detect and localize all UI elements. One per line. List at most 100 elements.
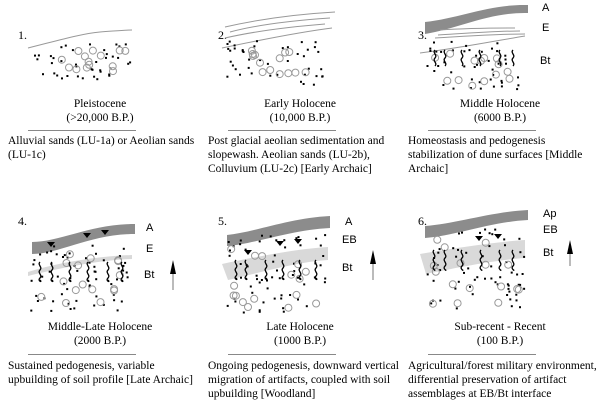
artifact-circle-icon (114, 257, 123, 266)
artifact-circle-icon (251, 251, 259, 260)
sediment-dot (88, 261, 91, 264)
root-trace-icon (314, 259, 318, 281)
sediment-dot (506, 294, 509, 296)
sediment-dot (467, 267, 470, 270)
root-trace-icon (479, 249, 483, 271)
artifact-circle-icon (88, 46, 97, 55)
sediment-dot (450, 40, 453, 43)
sediment-dot (443, 61, 446, 64)
sediment-dot (469, 285, 471, 288)
sediment-dot (499, 276, 502, 279)
artifact-circle-icon (86, 254, 95, 263)
panel-number: 6. (418, 214, 427, 228)
sediment-dot (49, 55, 52, 58)
horizon-label-bt: Bt (144, 269, 155, 281)
sediment-dot (242, 311, 245, 314)
panel-number: 1. (18, 28, 27, 42)
root-trace-icon (86, 261, 90, 283)
sediment-dot (122, 269, 125, 272)
artifact-circle-icon (85, 60, 94, 69)
sediment-dot (286, 46, 289, 49)
artifact-circle-icon (494, 60, 503, 69)
sediment-dot (500, 85, 503, 88)
root-trace-icon (244, 259, 248, 281)
root-trace-icon (478, 49, 482, 67)
sediment-dot (116, 278, 118, 281)
root-trace-icon (120, 261, 124, 283)
sediment-dot (95, 252, 97, 255)
sediment-dot (491, 233, 494, 236)
panel-1: 1. Pleistocene (>20,000 B.P.) Alluvial s… (0, 0, 200, 202)
artifact-circle-icon (65, 250, 74, 259)
sediment-dot (515, 299, 518, 302)
sediment-dot (50, 250, 53, 253)
sediment-dot (120, 300, 123, 303)
horizon-a-band (227, 216, 330, 246)
period-name: Pleistocene (73, 98, 127, 110)
sediment-dot (266, 279, 268, 282)
sediment-dot (48, 270, 51, 273)
sediment-dot (240, 276, 242, 279)
root-trace-icon (498, 49, 502, 67)
root-trace-icon (68, 261, 72, 283)
sediment-dot (518, 237, 521, 240)
artifact-circle-icon (456, 259, 465, 268)
artifact-circle-icon (59, 277, 68, 286)
sediment-dot (430, 302, 433, 305)
sediment-dot (56, 275, 59, 278)
sediment-dot (266, 62, 269, 65)
sediment-dot (39, 253, 42, 256)
sediment-dot (91, 244, 94, 247)
sediment-dot (455, 307, 458, 310)
sediment-dot (454, 287, 457, 290)
divider (428, 130, 536, 131)
sediment-dot (93, 265, 96, 268)
sediment-dot (239, 263, 242, 265)
sediment-dot (484, 277, 486, 280)
sediment-dot (67, 302, 70, 305)
sediment-dot (481, 255, 484, 258)
sediment-dot (312, 83, 315, 86)
root-trace-icon (443, 249, 447, 271)
artifact-circle-icon (446, 49, 455, 58)
sediment-dot (457, 280, 460, 283)
sediment-dot (239, 73, 241, 76)
sediment-dot (60, 293, 63, 296)
root-trace-icon (433, 49, 437, 67)
sediment-dot (46, 251, 49, 254)
horizon-label-bt: Bt (342, 262, 353, 274)
sediment-dot (509, 298, 512, 301)
sediment-dot (253, 45, 256, 48)
artifact-circle-icon (494, 298, 503, 307)
sediment-dot (60, 46, 63, 49)
artifact-circle-icon (470, 56, 479, 65)
artifact-circle-icon (266, 66, 275, 74)
sediment-dot (256, 278, 258, 281)
sediment-dot (317, 50, 320, 53)
period-label: Early Holocene (10,000 B.P.) (220, 97, 380, 125)
root-trace-icon (511, 249, 515, 271)
horizon-label-bt: Bt (543, 247, 554, 259)
sediment-dot (455, 255, 458, 258)
sediment-dot (429, 49, 432, 52)
sediment-dot (63, 254, 66, 257)
sediment-dot (451, 49, 454, 52)
sediment-dot (76, 75, 79, 78)
sediment-dot (37, 54, 40, 57)
description: Sustained pedogenesis, variable upbuildi… (8, 360, 193, 386)
artifact-circle-icon (62, 299, 70, 307)
sediment-dot (468, 49, 471, 52)
sediment-dot (89, 43, 91, 46)
sediment-dot (458, 232, 460, 235)
artifact-circle-icon (256, 58, 264, 67)
divider (28, 354, 136, 355)
artifact-circle-icon (301, 68, 310, 77)
sediment-dot (105, 56, 107, 59)
sediment-dot (479, 87, 482, 90)
artifact-circle-icon (291, 68, 300, 77)
sediment-dot (289, 294, 292, 296)
sediment-dot (260, 279, 263, 281)
sediment-dot (50, 62, 53, 65)
sediment-dot (452, 247, 455, 250)
description: Ongoing pedogenesis, downward vertical m… (208, 360, 399, 400)
